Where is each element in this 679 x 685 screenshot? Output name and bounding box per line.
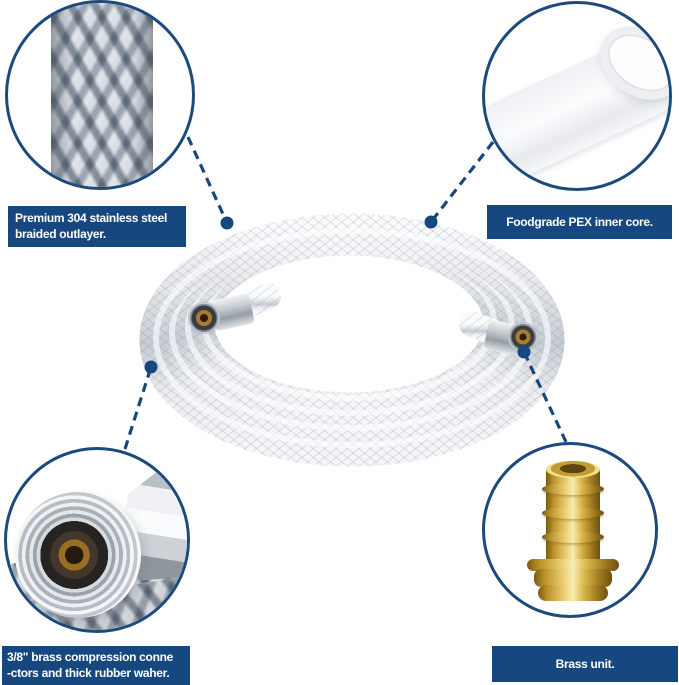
callout-line-top-left	[186, 136, 229, 224]
callout-dot-top-left	[220, 216, 234, 230]
callout-dot-bottom-right	[517, 345, 531, 359]
label-line: -ctors and thick rubber waher.	[7, 666, 170, 680]
left-hose-connector	[188, 293, 254, 334]
right-hose-connector	[484, 320, 538, 356]
label-line: 3/8" brass compression conne	[7, 650, 174, 664]
inset-circle-braided-outlayer	[5, 0, 195, 190]
callout-line-top-right	[429, 141, 495, 223]
brass-barb-ridge	[542, 483, 604, 495]
label-line: Foodgrade PEX inner core.	[506, 215, 653, 229]
label-brass-unit: Brass unit.	[492, 646, 678, 682]
tube-shading	[51, 3, 153, 187]
brass-barb-ridge	[542, 531, 604, 543]
hose-coil	[139, 213, 565, 467]
label-line: Brass unit.	[555, 657, 615, 671]
inset-circle-compression-connector	[4, 447, 190, 633]
callout-line-bottom-right	[522, 351, 568, 443]
brass-fitting-bore	[546, 461, 600, 478]
label-compression-connector: 3/8" brass compression conne -ctors and …	[2, 646, 190, 685]
label-line: Premium 304 stainless steel	[15, 211, 167, 225]
inset-circle-pex-core	[482, 1, 672, 191]
brass-flange-lip	[527, 559, 619, 571]
callout-dot-bottom-left	[144, 360, 158, 374]
label-pex-core: Foodgrade PEX inner core.	[487, 205, 672, 239]
label-line: braided outlayer.	[15, 227, 106, 241]
callout-line-bottom-left	[123, 366, 153, 450]
callout-dot-top-right	[424, 215, 438, 229]
label-braided-outlayer: Premium 304 stainless steel braided outl…	[8, 206, 186, 247]
brass-flange-base	[538, 585, 608, 601]
braided-steel-texture-image	[51, 3, 153, 187]
brass-barb-ridge	[542, 507, 604, 519]
connector-threaded-face-with-brass-insert	[15, 492, 141, 618]
brass-flange-mid	[534, 569, 612, 587]
callout-dots	[144, 215, 531, 374]
inset-circle-brass-unit	[482, 442, 658, 618]
callout-connectors	[123, 136, 568, 450]
